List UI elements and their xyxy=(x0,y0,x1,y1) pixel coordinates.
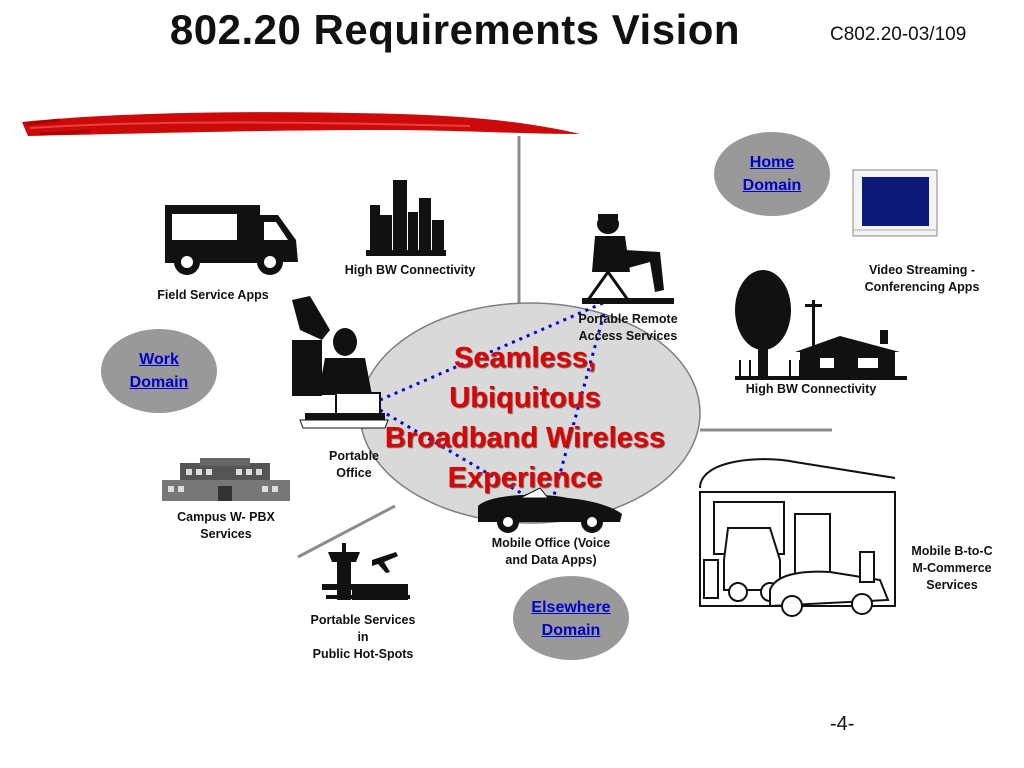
label-line: Services xyxy=(200,527,252,541)
city-skyline-icon xyxy=(366,180,446,256)
quadrant-axes xyxy=(297,136,832,559)
center-line: Experience xyxy=(447,462,603,494)
center-line: Seamless, xyxy=(454,342,596,374)
label-line: in xyxy=(357,630,369,644)
label-line: Mobile Office (Voice xyxy=(491,536,611,550)
work-domain-link[interactable]: Work Domain xyxy=(109,348,209,394)
sitting-man-icon xyxy=(582,214,674,304)
office-worker-icon xyxy=(292,296,389,429)
label-line: Public Hot-Spots xyxy=(312,647,414,661)
high-bw-city-label: High BW Connectivity xyxy=(330,262,490,279)
label-line: Mobile B-to-C xyxy=(911,544,993,558)
mobile-commerce-label: Mobile B-to-C M-Commerce Services xyxy=(896,543,1008,594)
center-vision-text: Seamless, Ubiquitous Broadband Wireless … xyxy=(355,338,695,498)
home-domain-link[interactable]: Home Domain xyxy=(722,151,822,197)
home-domain-line: Domain xyxy=(742,177,802,194)
campus-building-icon xyxy=(162,458,290,501)
slide-title: 802.20 Requirements Vision xyxy=(169,6,741,53)
portable-office-label: Portable Office xyxy=(314,448,394,482)
label-line: Portable xyxy=(328,449,379,463)
airport-icon xyxy=(322,543,410,600)
label-line: Services xyxy=(926,578,978,592)
label-line: High BW Connectivity xyxy=(745,382,877,396)
campus-label: Campus W- PBX Services xyxy=(156,509,296,543)
label-line: High BW Connectivity xyxy=(344,263,476,277)
label-line: Portable Services xyxy=(310,613,416,627)
mobile-office-label: Mobile Office (Voice and Data Apps) xyxy=(476,535,626,569)
elsewhere-domain-line: Elsewhere xyxy=(531,599,611,616)
hot-spots-label: Portable Services in Public Hot-Spots xyxy=(293,612,433,663)
truck-icon xyxy=(165,205,298,275)
label-line: Conferencing Apps xyxy=(864,280,980,294)
work-domain-line: Domain xyxy=(129,374,189,391)
high-bw-home-label: High BW Connectivity xyxy=(731,381,891,398)
elsewhere-domain-link[interactable]: Elsewhere Domain xyxy=(516,596,626,642)
home-domain-bubble xyxy=(714,132,830,216)
label-line: Access Services xyxy=(578,329,678,343)
label-line: Video Streaming - xyxy=(868,263,976,277)
home-domain-line: Home xyxy=(749,154,795,171)
video-streaming-label: Video Streaming - Conferencing Apps xyxy=(840,262,1004,296)
page-number: -4- xyxy=(830,713,855,735)
elsewhere-domain-line: Domain xyxy=(541,622,601,639)
document-id: C802.20-03/109 xyxy=(830,24,967,45)
house-icon xyxy=(735,270,907,380)
convertible-car-icon xyxy=(478,487,622,533)
label-line: and Data Apps) xyxy=(505,553,597,567)
label-line: Office xyxy=(336,466,372,480)
field-service-label: Field Service Apps xyxy=(143,287,283,304)
elsewhere-domain-bubble xyxy=(513,576,629,660)
label-line: Portable Remote xyxy=(578,312,678,326)
label-line: Campus W- PBX xyxy=(177,510,275,524)
work-domain-line: Work xyxy=(139,351,179,368)
gas-station-icon xyxy=(699,458,896,617)
label-line: M-Commerce xyxy=(912,561,992,575)
portable-remote-label: Portable Remote Access Services xyxy=(560,311,696,345)
red-brush-stroke xyxy=(22,112,580,136)
monitor-icon xyxy=(852,169,938,237)
wireless-links xyxy=(379,298,611,512)
label-line: Field Service Apps xyxy=(157,288,269,302)
work-domain-bubble xyxy=(101,329,217,413)
center-line: Broadband Wireless xyxy=(384,422,666,454)
center-line: Ubiquitous xyxy=(449,382,601,414)
